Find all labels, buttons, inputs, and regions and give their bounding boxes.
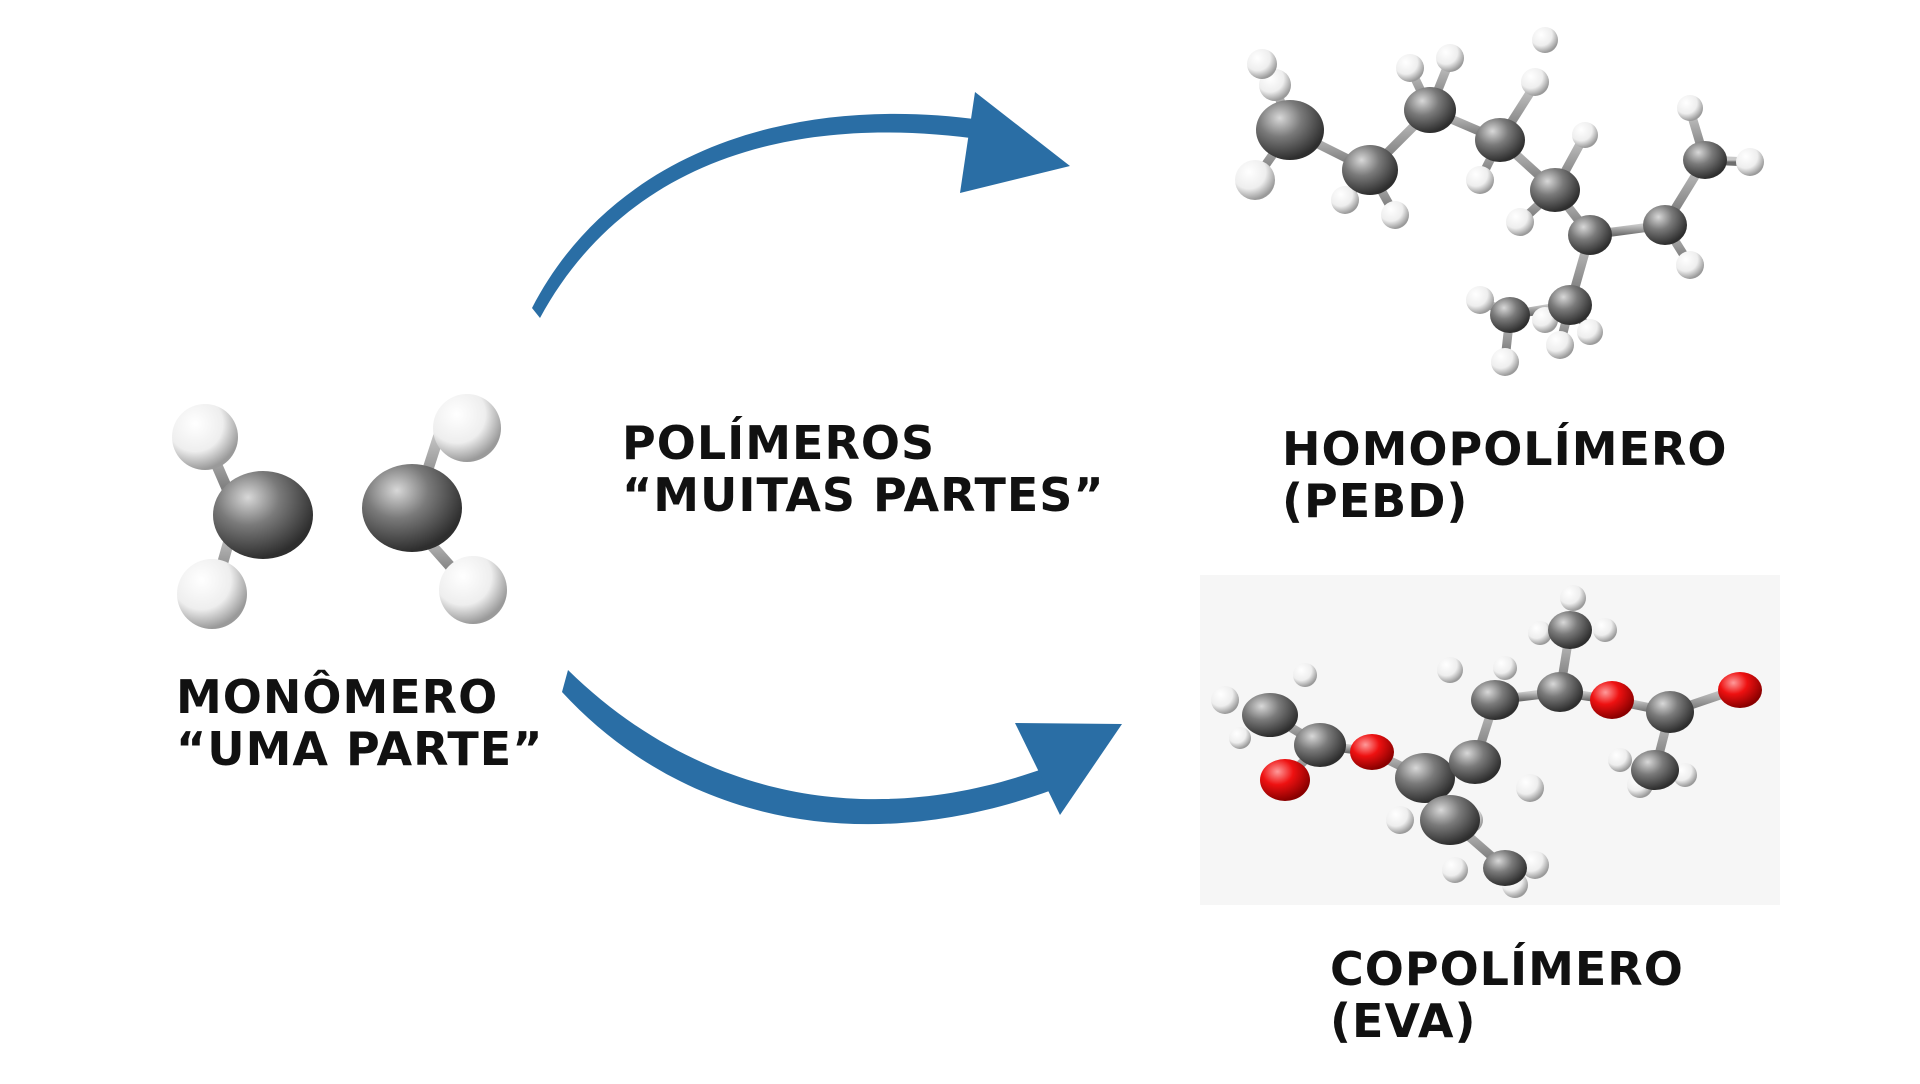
polymers-label: POLÍMEROS “MUITAS PARTES” (622, 416, 1105, 522)
carbon-atom (362, 464, 462, 552)
polymers-title: POLÍMEROS (622, 416, 936, 470)
copolymer-title: COPOLÍMERO (1330, 942, 1684, 996)
arrow-to-copolymer (562, 670, 1122, 825)
ethylene-molecule (172, 394, 507, 629)
hydrogen-atom (439, 556, 507, 624)
monomer-title: MONÔMERO (176, 670, 499, 724)
monomer-label: MONÔMERO “UMA PARTE” (176, 670, 544, 776)
homopolymer-label: HOMOPOLÍMERO (PEBD) (1282, 422, 1728, 528)
carbon-atom (213, 471, 313, 559)
hydrogen-atom (433, 394, 501, 462)
eva-atoms (1211, 585, 1762, 898)
arrow-to-homopolymer (532, 92, 1070, 318)
copolymer-abbreviation: (EVA) (1330, 993, 1477, 1048)
hydrogen-atom (177, 559, 247, 629)
homopolymer-abbreviation: (PEBD) (1282, 473, 1469, 528)
pebd-atoms (1235, 27, 1764, 376)
polymers-meaning: “MUITAS PARTES” (622, 467, 1105, 522)
homopolymer-title: HOMOPOLÍMERO (1282, 422, 1728, 476)
hydrogen-atom (172, 404, 238, 470)
copolymer-label: COPOLÍMERO (EVA) (1330, 942, 1684, 1048)
monomer-meaning: “UMA PARTE” (176, 721, 544, 776)
